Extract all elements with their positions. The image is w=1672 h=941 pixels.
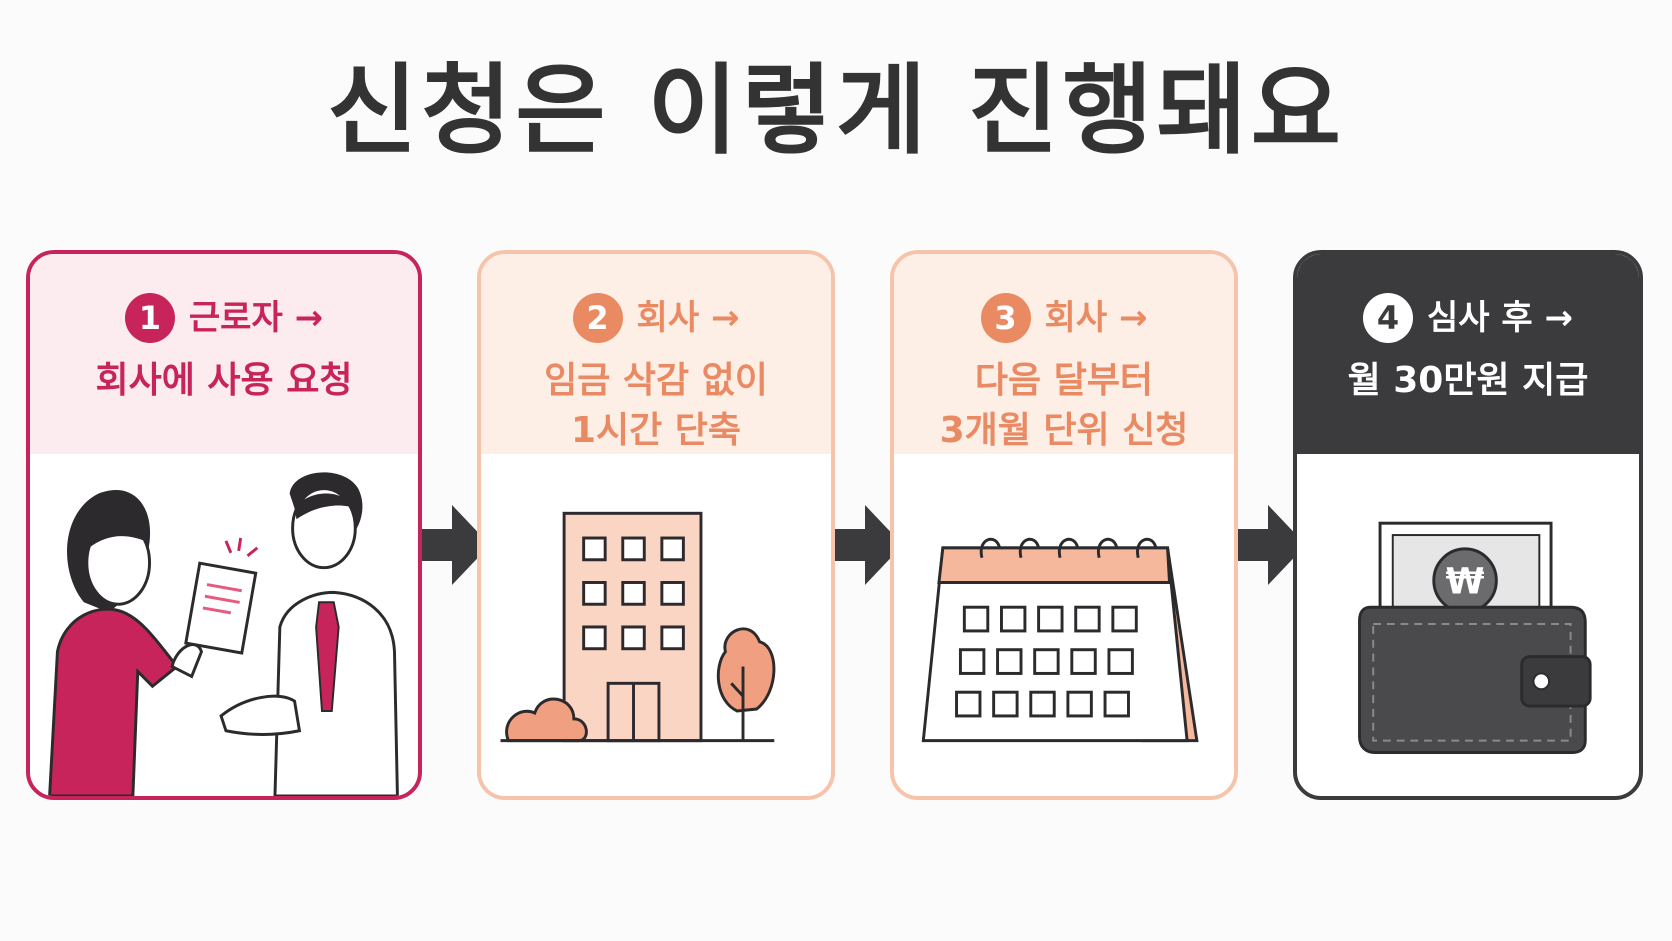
step-description-2: 1시간 단축 bbox=[570, 410, 742, 451]
step-number-badge: 2 bbox=[572, 293, 623, 343]
wallet-money-icon: ₩ bbox=[1297, 454, 1639, 796]
step-card-2: 2 회사 → 임금 삭감 없이 1시간 단축 bbox=[477, 250, 835, 800]
arrow-right-icon bbox=[835, 505, 903, 585]
won-symbol: ₩ bbox=[1446, 561, 1485, 602]
step-header-3: 3 회사 → 다음 달부터 3개월 단위 신청 bbox=[894, 254, 1234, 454]
step-description: 회사에 사용 요청 bbox=[95, 360, 353, 401]
step-number-badge: 4 bbox=[1362, 293, 1413, 343]
step-description: 임금 삭감 없이 bbox=[544, 360, 768, 401]
step-number-badge: 3 bbox=[980, 293, 1031, 343]
step-header-1: 1 근로자 → 회사에 사용 요청 bbox=[30, 254, 418, 454]
step-header-4: 4 심사 후 → 월 30만원 지급 bbox=[1297, 254, 1639, 454]
calendar-icon bbox=[894, 454, 1234, 796]
step-description: 다음 달부터 bbox=[974, 360, 1154, 401]
step-card-4: 4 심사 후 → 월 30만원 지급 ₩ bbox=[1293, 250, 1643, 800]
step-actor: 심사 후 → bbox=[1426, 298, 1573, 338]
office-building-icon bbox=[481, 454, 831, 796]
page-title: 신청은 이렇게 진행돼요 bbox=[327, 54, 1345, 168]
step-actor: 회사 → bbox=[636, 298, 740, 338]
step-card-1: 1 근로자 → 회사에 사용 요청 bbox=[26, 250, 422, 800]
step-card-3: 3 회사 → 다음 달부터 3개월 단위 신청 bbox=[890, 250, 1238, 800]
arrow-right-icon bbox=[422, 505, 490, 585]
worker-handing-document-icon bbox=[30, 454, 418, 796]
arrow-right-icon bbox=[1238, 505, 1306, 585]
step-actor: 회사 → bbox=[1044, 298, 1148, 338]
step-description: 월 30만원 지급 bbox=[1347, 360, 1589, 401]
step-description-2: 3개월 단위 신청 bbox=[939, 410, 1189, 451]
step-actor: 근로자 → bbox=[188, 298, 324, 338]
step-header-2: 2 회사 → 임금 삭감 없이 1시간 단축 bbox=[481, 254, 831, 454]
step-number-badge: 1 bbox=[124, 293, 175, 343]
